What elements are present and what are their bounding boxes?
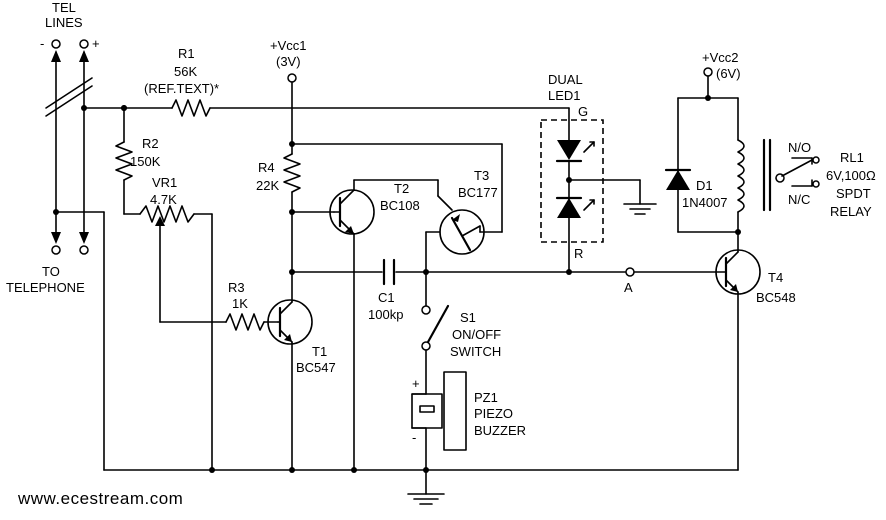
vcc1-r4 xyxy=(283,73,503,275)
t2-value: BC108 xyxy=(380,198,420,213)
telephone-lines xyxy=(45,39,93,255)
ground-rail xyxy=(53,209,739,505)
r3-value: 1K xyxy=(232,296,248,311)
s1-label: S1 xyxy=(460,310,476,325)
t4-label: T4 xyxy=(768,270,783,285)
tel-lines-label: LINES xyxy=(45,15,83,30)
pz1-desc: BUZZER xyxy=(474,423,526,438)
relay-circuit xyxy=(664,67,820,251)
r2-value: 150K xyxy=(130,154,161,169)
r4-label: R4 xyxy=(258,160,275,175)
t1-transistor xyxy=(267,271,313,471)
t4-value: BC548 xyxy=(756,290,796,305)
c1-value: 100kp xyxy=(368,307,403,322)
t3-label: T3 xyxy=(474,168,489,183)
plus-label: + xyxy=(92,36,100,51)
r3-resistor xyxy=(225,313,279,331)
rl1-type: SPDT xyxy=(836,186,871,201)
r1-note: (REF.TEXT)* xyxy=(144,81,219,96)
s1-desc: SWITCH xyxy=(450,344,501,359)
pz1-desc: PIEZO xyxy=(474,406,513,421)
rl1-type: RELAY xyxy=(830,204,872,219)
led-label: DUAL xyxy=(548,72,583,87)
tel-lines-label: TEL xyxy=(52,0,76,15)
vr1-label: VR1 xyxy=(152,175,177,190)
t1-label: T1 xyxy=(312,344,327,359)
vcc1-label: +Vcc1 xyxy=(270,38,307,53)
pz1-label: PZ1 xyxy=(474,390,498,405)
node-a-label: A xyxy=(624,280,633,295)
t3-transistor xyxy=(425,179,503,271)
r2-label: R2 xyxy=(142,136,159,151)
rl1-value: 6V,100Ω xyxy=(826,168,876,183)
c1-label: C1 xyxy=(378,290,395,305)
t3-value: BC177 xyxy=(458,185,498,200)
t2-label: T2 xyxy=(394,181,409,196)
vcc1-value: (3V) xyxy=(276,54,301,69)
t1-value: BC547 xyxy=(296,360,336,375)
s1-desc: ON/OFF xyxy=(452,327,501,342)
nc-label: N/C xyxy=(788,192,810,207)
r2-resistor xyxy=(115,107,141,215)
to-telephone-label: TELEPHONE xyxy=(6,280,85,295)
c1-capacitor xyxy=(291,258,717,286)
r4-value: 22K xyxy=(256,178,279,193)
rl1-label: RL1 xyxy=(840,150,864,165)
led-r-label: R xyxy=(574,246,583,261)
d1-value: 1N4007 xyxy=(682,195,728,210)
website-label: www.ecestream.com xyxy=(17,489,183,508)
to-telephone-label: TO xyxy=(42,264,60,279)
pz-plus-label: + xyxy=(412,376,420,391)
dual-led xyxy=(540,107,657,273)
minus-label: - xyxy=(40,36,44,51)
r3-label: R3 xyxy=(228,280,245,295)
vr1-value: 4.7K xyxy=(150,192,177,207)
vr1-potentiometer xyxy=(139,205,227,471)
d1-label: D1 xyxy=(696,178,713,193)
vcc2-label: +Vcc2 xyxy=(702,50,739,65)
r1-network xyxy=(81,99,570,117)
led-g-label: G xyxy=(578,104,588,119)
vcc2-value: (6V) xyxy=(716,66,741,81)
t2-transistor xyxy=(291,179,439,471)
pz1-buzzer xyxy=(411,371,467,495)
r1-value: 56K xyxy=(174,64,197,79)
r1-label: R1 xyxy=(178,46,195,61)
pz-minus-label: - xyxy=(412,430,416,445)
led-label: LED1 xyxy=(548,88,581,103)
no-label: N/O xyxy=(788,140,811,155)
t4-transistor xyxy=(715,249,761,471)
s1-switch xyxy=(421,271,450,395)
